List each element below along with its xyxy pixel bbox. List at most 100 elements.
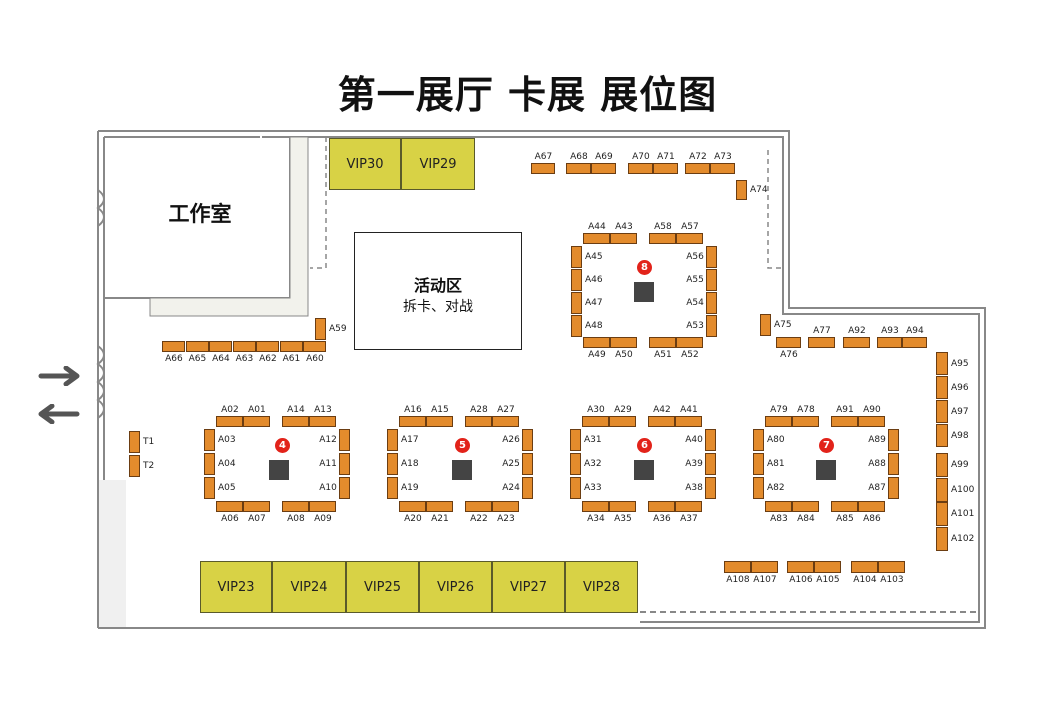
booth-a27 — [492, 416, 519, 427]
booth-label-a77: A77 — [813, 326, 831, 336]
booth-label-a84: A84 — [797, 514, 815, 524]
booth-a84 — [792, 501, 819, 512]
booth-a14 — [282, 416, 309, 427]
booth-a21 — [426, 501, 453, 512]
booth-a48 — [571, 315, 582, 337]
island-display-4 — [269, 460, 289, 480]
booth-label-a65: A65 — [188, 354, 207, 364]
booth-a50 — [610, 337, 637, 348]
booth-label-a85: A85 — [836, 514, 854, 524]
booth-label-a04: A04 — [218, 459, 236, 469]
booth-a89 — [888, 429, 899, 451]
booth-a17 — [387, 429, 398, 451]
booth-label-a80: A80 — [767, 435, 785, 445]
booth-a68 — [566, 163, 591, 174]
booth-a86 — [858, 501, 885, 512]
booth-label-a40: A40 — [685, 435, 703, 445]
vip-booth-vip25: VIP25 — [346, 561, 419, 613]
booth-a23 — [492, 501, 519, 512]
booth-label-a02: A02 — [221, 405, 239, 415]
booth-label-a108: A108 — [726, 575, 750, 585]
booth-label-a64: A64 — [212, 354, 230, 364]
booth-a71 — [653, 163, 678, 174]
booth-a54 — [706, 292, 717, 314]
booth-a94 — [902, 337, 927, 348]
island-number-badge-4: 4 — [275, 438, 290, 453]
booth-a96 — [936, 376, 948, 399]
booth-label-a87: A87 — [868, 483, 886, 493]
booth-a45 — [571, 246, 582, 268]
booth-label-a26: A26 — [502, 435, 520, 445]
booth-label-a23: A23 — [497, 514, 515, 524]
booth-a108 — [724, 561, 751, 573]
booth-label-a61: A61 — [282, 354, 301, 364]
booth-label-a94: A94 — [906, 326, 924, 336]
booth-label-a36: A36 — [653, 514, 671, 524]
island-number-badge-8: 8 — [637, 260, 652, 275]
booth-a99 — [936, 453, 948, 477]
booth-label-t2: T2 — [143, 461, 155, 471]
booth-label-a78: A78 — [797, 405, 815, 415]
booth-label-a91: A91 — [836, 405, 854, 415]
booth-a10 — [339, 477, 350, 499]
booth-a09 — [309, 501, 336, 512]
booth-label-a32: A32 — [584, 459, 602, 469]
booth-a29 — [609, 416, 636, 427]
booth-a80 — [753, 429, 764, 451]
booth-label-a48: A48 — [585, 321, 603, 331]
entrance-arrow-right-icon — [38, 366, 80, 386]
booth-a05 — [204, 477, 215, 499]
booth-a07 — [243, 501, 270, 512]
booth-label-a30: A30 — [587, 405, 605, 415]
booth-label-a82: A82 — [767, 483, 785, 493]
booth-label-a33: A33 — [584, 483, 602, 493]
booth-label-a38: A38 — [685, 483, 703, 493]
booth-a28 — [465, 416, 492, 427]
island-display-6 — [634, 460, 654, 480]
booth-a42 — [648, 416, 675, 427]
booth-label-a63: A63 — [235, 354, 254, 364]
booth-a90 — [858, 416, 885, 427]
booth-label-a01: A01 — [248, 405, 266, 415]
booth-label-a29: A29 — [614, 405, 632, 415]
booth-label-a27: A27 — [497, 405, 515, 415]
vip-booth-vip24: VIP24 — [272, 561, 346, 613]
booth-label-a49: A49 — [588, 350, 606, 360]
booth-a103 — [878, 561, 905, 573]
booth-label-a74: A74 — [750, 185, 768, 195]
booth-a67 — [531, 163, 555, 174]
booth-a16 — [399, 416, 426, 427]
booth-a40 — [705, 429, 716, 451]
booth-a88 — [888, 453, 899, 475]
booth-label-a24: A24 — [502, 483, 520, 493]
booth-a66 — [162, 341, 185, 352]
booth-a63 — [232, 341, 256, 352]
booth-a49 — [583, 337, 610, 348]
island-number-badge-5: 5 — [455, 438, 470, 453]
booth-a04 — [204, 453, 215, 475]
booth-a70 — [628, 163, 653, 174]
booth-a69 — [591, 163, 616, 174]
booth-a11 — [339, 453, 350, 475]
booth-label-a10: A10 — [319, 483, 337, 493]
exit-arrow-left-icon — [38, 404, 80, 424]
booth-a106 — [787, 561, 814, 573]
booth-a19 — [387, 477, 398, 499]
booth-label-a66: A66 — [165, 354, 183, 364]
booth-a30 — [582, 416, 609, 427]
booth-a75 — [760, 314, 771, 336]
booth-label-a09: A09 — [314, 514, 332, 524]
booth-label-a92: A92 — [848, 326, 866, 336]
booth-a57 — [676, 233, 703, 244]
booth-a78 — [792, 416, 819, 427]
booth-a59 — [315, 318, 326, 340]
booth-a47 — [571, 292, 582, 314]
booth-a92 — [843, 337, 870, 348]
booth-label-a13: A13 — [314, 405, 332, 415]
booth-a36 — [648, 501, 675, 512]
booth-a51 — [649, 337, 676, 348]
booth-label-t1: T1 — [143, 437, 155, 447]
booth-a65 — [185, 341, 209, 352]
booth-a33 — [570, 477, 581, 499]
booth-label-a54: A54 — [686, 298, 704, 308]
